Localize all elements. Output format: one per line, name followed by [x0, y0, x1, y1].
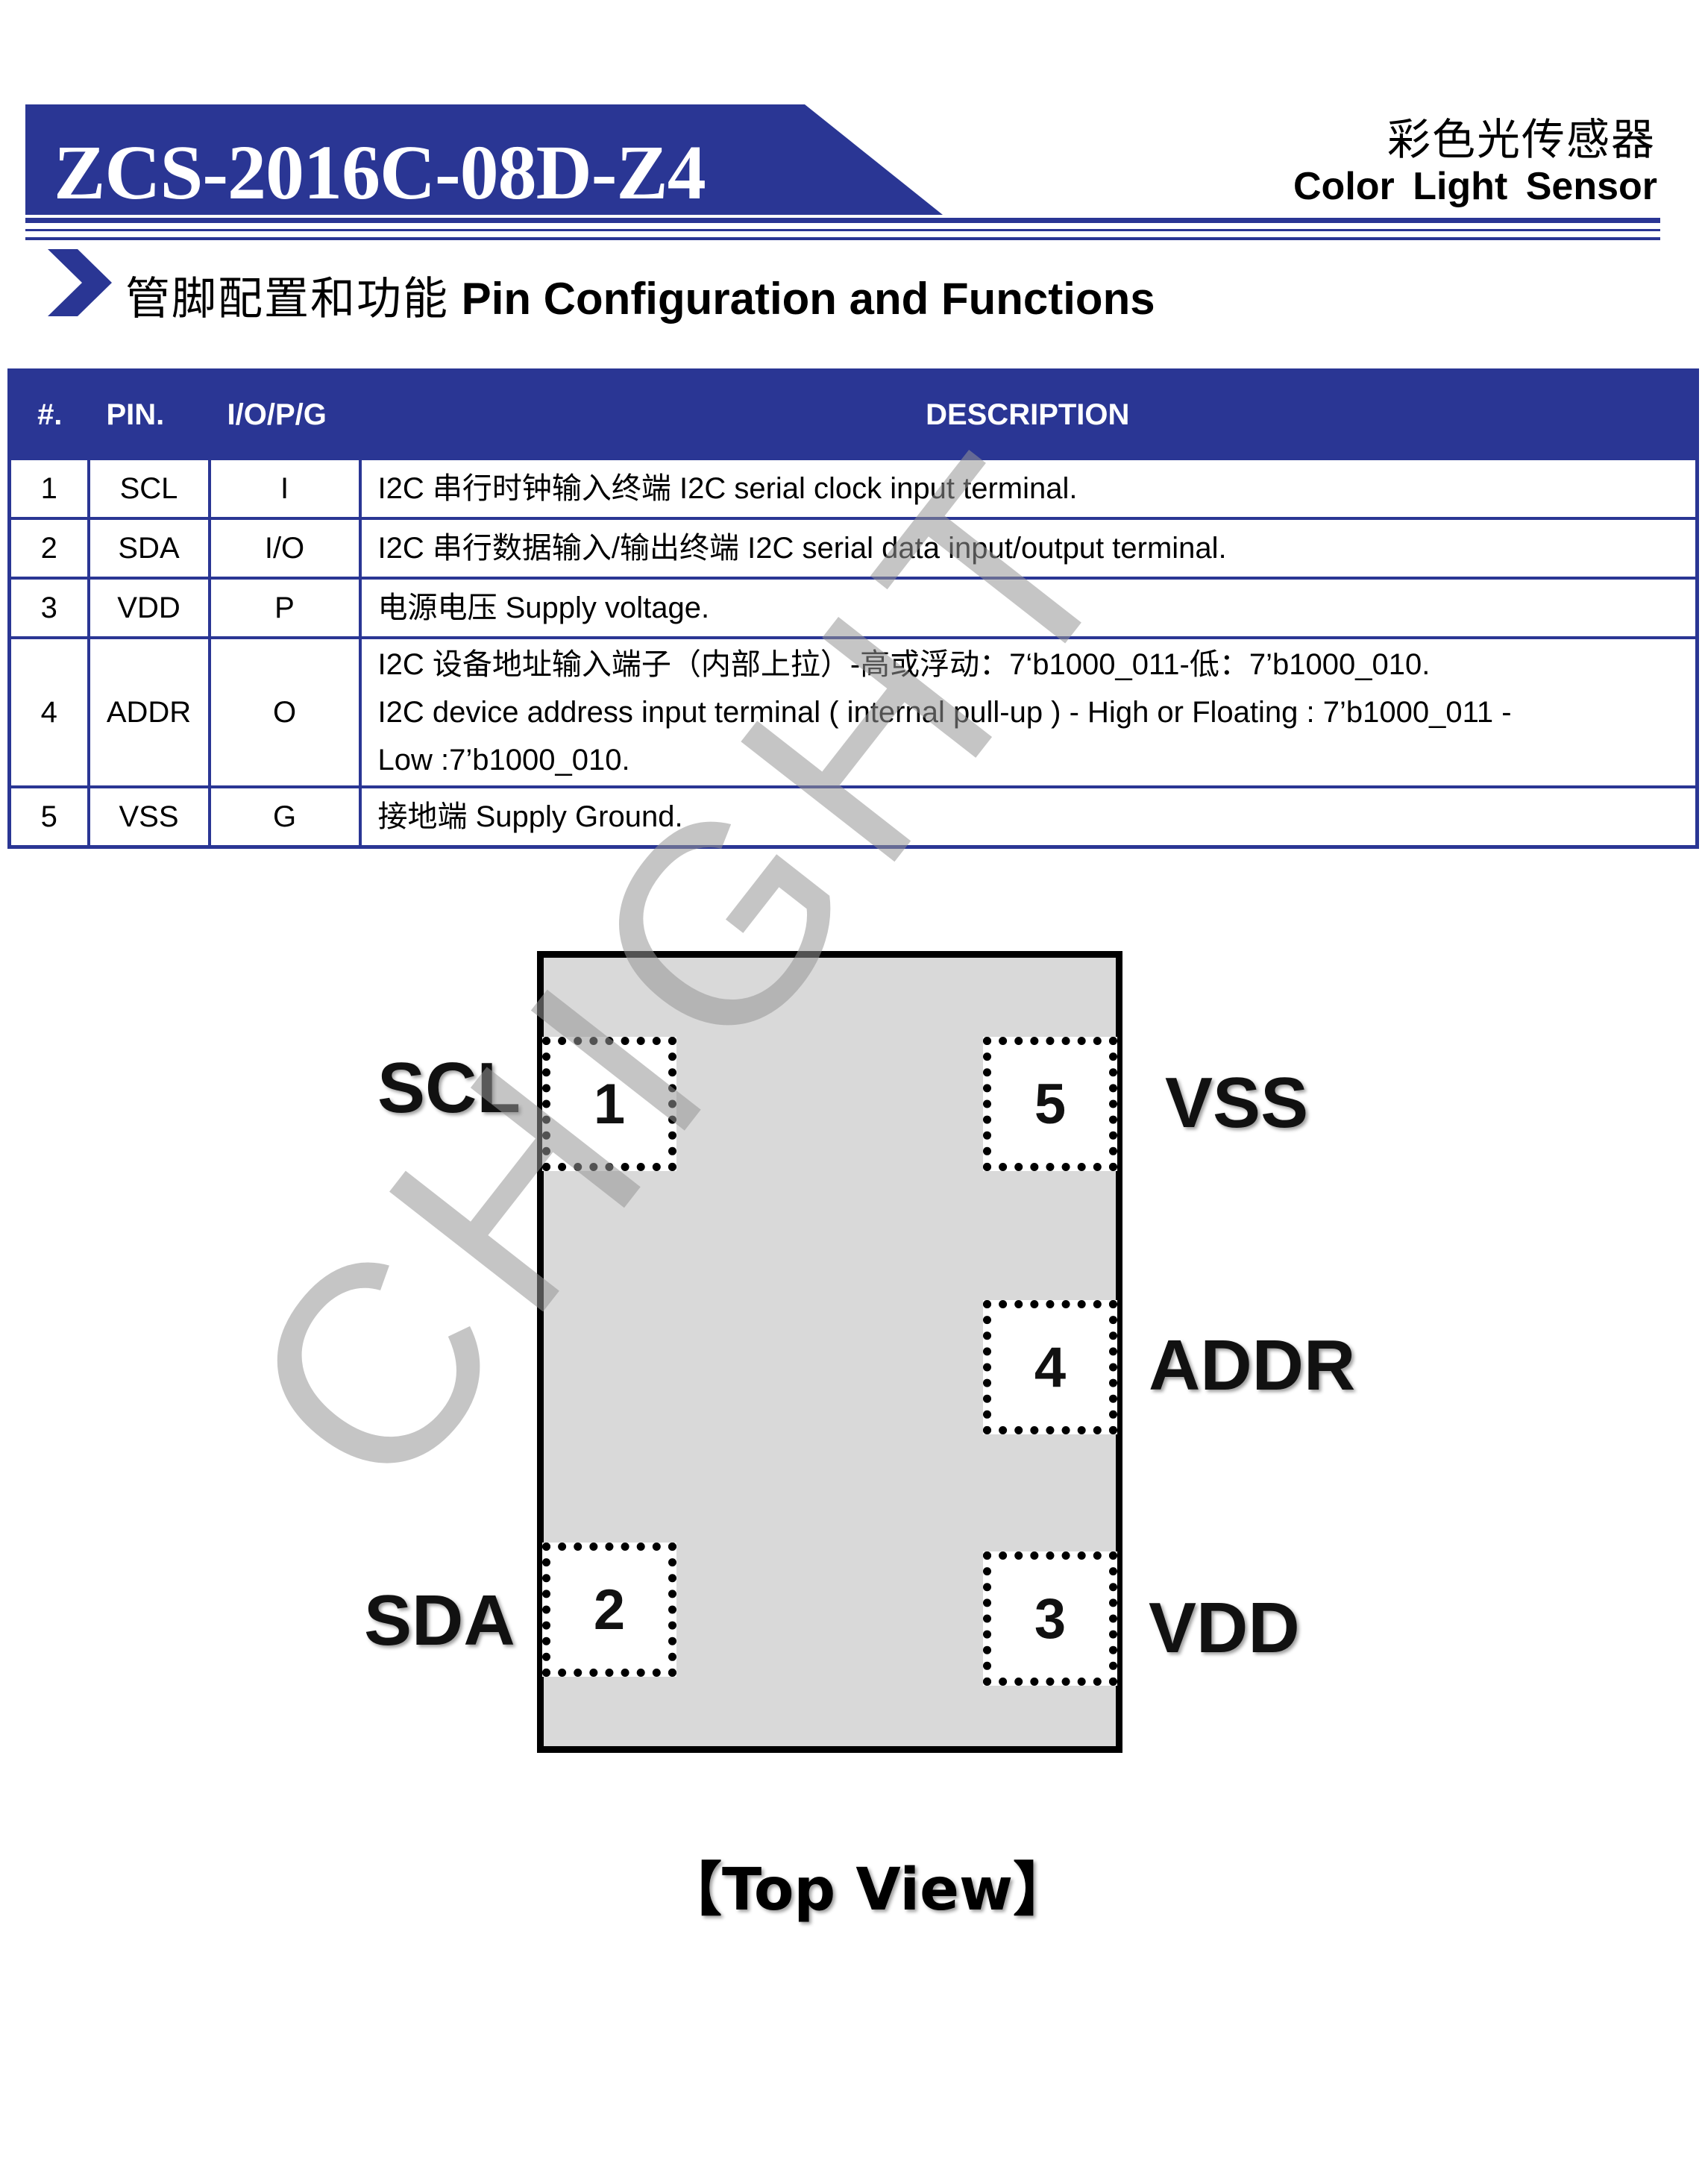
- pin-label-vss: VSS: [1165, 1063, 1309, 1143]
- header-rule-middle: [25, 229, 1660, 231]
- cell-type: G: [207, 785, 362, 849]
- cell-description: 接地端 Supply Ground.: [358, 785, 1699, 849]
- header-pin: PIN.: [88, 370, 210, 459]
- cell-pin: VSS: [87, 785, 211, 849]
- description-line: 接地端 Supply Ground.: [377, 800, 683, 833]
- pin-pad-5: 5: [983, 1037, 1117, 1171]
- description-line: 电源电压 Supply voltage.: [377, 592, 710, 624]
- cell-pin: SDA: [87, 517, 211, 580]
- pin-pad-2: 2: [542, 1543, 676, 1677]
- cell-type: P: [207, 577, 362, 639]
- cell-number: 3: [7, 577, 90, 639]
- pin-pad-1: 1: [542, 1037, 676, 1171]
- product-type-cn: 彩色光传感器: [1387, 114, 1656, 165]
- table-row: 4 ADDR O I2C 设备地址输入端子（内部上拉）-高或浮动：7‘b1000…: [7, 636, 1699, 788]
- pin-label-addr: ADDR: [1149, 1325, 1356, 1405]
- cell-description: 电源电压 Supply voltage.: [358, 577, 1699, 639]
- cell-type: O: [207, 636, 362, 788]
- cell-number: 1: [7, 457, 90, 520]
- title-banner: [25, 104, 943, 215]
- table-row: 3 VDD P 电源电压 Supply voltage.: [7, 577, 1699, 639]
- table-row: 2 SDA I/O I2C 串行数据输入/输出终端 I2C serial dat…: [7, 517, 1699, 580]
- section-heading-en: Pin Configuration and Functions: [461, 274, 1155, 324]
- pin-pad-4: 4: [983, 1300, 1117, 1434]
- cell-description: I2C 串行时钟输入终端 I2C serial clock input term…: [358, 457, 1699, 520]
- table-row: 5 VSS G 接地端 Supply Ground.: [7, 785, 1699, 849]
- cell-type: I: [207, 457, 362, 520]
- table-row: 1 SCL I I2C 串行时钟输入终端 I2C serial clock in…: [7, 457, 1699, 520]
- header-number: #.: [9, 370, 89, 459]
- pin-label-scl: SCL: [377, 1048, 521, 1128]
- description-line: I2C device address input terminal ( inte…: [377, 696, 1512, 729]
- product-type-en: Color Light Sensor: [1293, 165, 1657, 208]
- cell-type: I/O: [207, 517, 362, 580]
- view-caption: 【Top View】: [664, 1857, 1072, 1924]
- cell-pin: SCL: [87, 457, 211, 520]
- header-rule-thin: [25, 237, 1660, 240]
- cell-number: 2: [7, 517, 90, 580]
- description-line: I2C 串行时钟输入终端 I2C serial clock input term…: [377, 472, 1078, 505]
- cell-number: 5: [7, 785, 90, 849]
- section-heading: 管脚配置和功能 Pin Configuration and Functions: [125, 266, 1155, 333]
- description-line: I2C 设备地址输入端子（内部上拉）-高或浮动：7‘b1000_011-低：7’…: [377, 648, 1431, 681]
- pin-label-sda: SDA: [364, 1581, 515, 1660]
- table-header-row: #. PIN. I/O/P/G DESCRIPTION: [9, 370, 1698, 459]
- description-line: Low :7’b1000_010.: [377, 744, 630, 776]
- header-description: DESCRIPTION: [359, 370, 1698, 459]
- section-heading-cn: 管脚配置和功能: [125, 273, 449, 325]
- header-rule-thick: [25, 218, 1660, 223]
- chevron-right-icon: [48, 249, 112, 316]
- cell-description: I2C 设备地址输入端子（内部上拉）-高或浮动：7‘b1000_011-低：7’…: [358, 636, 1699, 788]
- document-title: ZCS-2016C-08D-Z4: [54, 130, 706, 216]
- pin-label-vdd: VDD: [1149, 1588, 1300, 1668]
- cell-pin: ADDR: [87, 636, 211, 788]
- pin-pad-3: 3: [983, 1551, 1117, 1686]
- header-type: I/O/P/G: [209, 370, 360, 459]
- cell-description: I2C 串行数据输入/输出终端 I2C serial data input/ou…: [358, 517, 1699, 580]
- cell-pin: VDD: [87, 577, 211, 639]
- cell-number: 4: [7, 636, 90, 788]
- pin-function-table: #. PIN. I/O/P/G DESCRIPTION 1 SCL I I2C …: [7, 368, 1699, 849]
- description-line: I2C 串行数据输入/输出终端 I2C serial data input/ou…: [377, 532, 1227, 565]
